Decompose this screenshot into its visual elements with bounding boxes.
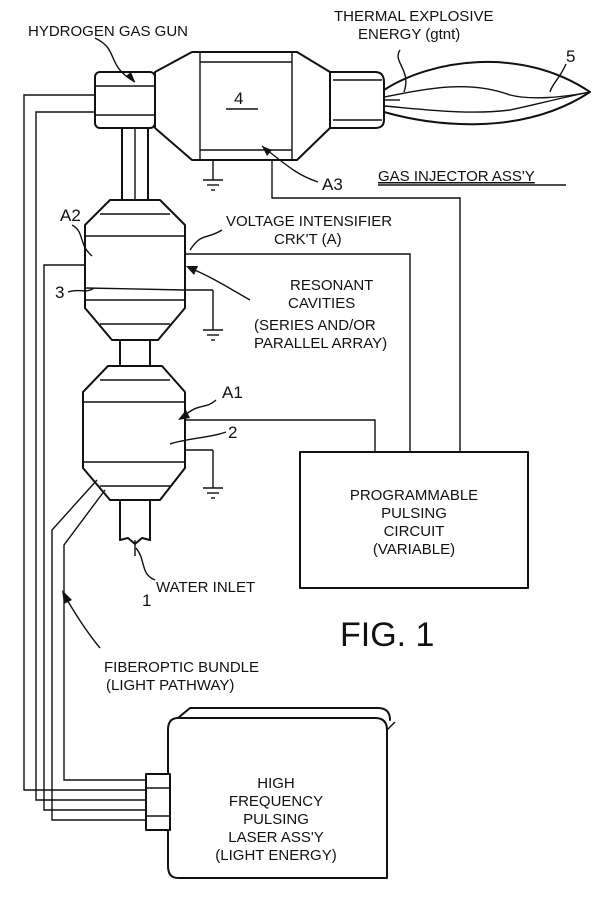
fiberoptic-label-line2: (LIGHT PATHWAY) (106, 677, 234, 694)
gas-injector-label: GAS INJECTOR ASS'Y (378, 168, 535, 185)
ref-numeral-1: 1 (142, 591, 151, 610)
voltage-intensifier-label-line2: CRK'T (A) (274, 231, 342, 248)
laser-assembly (145, 707, 396, 879)
voltage-intensifier-label-line1: VOLTAGE INTENSIFIER (226, 213, 392, 230)
laser-label-line4: LASER ASS'Y (228, 829, 323, 846)
water-inlet-label: WATER INLET (156, 579, 255, 596)
laser-label-line1: HIGH (257, 775, 295, 792)
ref-numeral-5: 5 (566, 47, 575, 66)
resonant-cavities-label-line1: RESONANT (290, 277, 373, 294)
ref-numeral-2: 2 (228, 423, 237, 442)
water-inlet-tube (119, 499, 151, 556)
ref-numeral-3: 3 (55, 283, 64, 302)
fiberoptic-bundle (23, 94, 148, 821)
resonant-cavities-label-line2: CAVITIES (288, 295, 355, 312)
thermal-flame (383, 60, 591, 126)
resonant-cavity-2 (82, 365, 186, 501)
ground-symbol-cavity-3 (185, 289, 223, 341)
ref-a2: A2 (60, 206, 81, 225)
fiberoptic-label-line1: FIBEROPTIC BUNDLE (104, 659, 259, 676)
ref-a1: A1 (222, 383, 243, 402)
cavity-connector (119, 339, 151, 367)
laser-label-line2: FREQUENCY (229, 793, 323, 810)
laser-label-line5: (LIGHT ENERGY) (215, 847, 336, 864)
programmable-label-line2: PULSING (381, 505, 447, 522)
gas-tube-upper (121, 127, 149, 201)
ground-symbol-cavity-2 (185, 449, 223, 499)
figure-title: FIG. 1 (340, 616, 434, 654)
thermal-energy-label-line2: ENERGY (gtnt) (358, 26, 460, 43)
gas-injector-assembly (94, 51, 385, 191)
ref-numeral-4: 4 (234, 89, 243, 108)
programmable-label-line3: CIRCUIT (384, 523, 445, 540)
resonant-cavity-3 (84, 199, 186, 341)
programmable-pulsing-circuit (299, 451, 529, 589)
ref-a3: A3 (322, 175, 343, 194)
resonant-cavities-label-line3: (SERIES AND/OR (254, 317, 376, 334)
thermal-energy-label-line1: THERMAL EXPLOSIVE (334, 8, 494, 25)
leader-lines (62, 37, 567, 649)
laser-label-line3: PULSING (243, 811, 309, 828)
control-wires (185, 160, 461, 452)
programmable-label-line4: (VARIABLE) (373, 541, 455, 558)
resonant-cavities-label-line4: PARALLEL ARRAY) (254, 335, 387, 352)
hydrogen-gas-gun-label: HYDROGEN GAS GUN (28, 23, 188, 40)
programmable-label-line1: PROGRAMMABLE (350, 487, 478, 504)
